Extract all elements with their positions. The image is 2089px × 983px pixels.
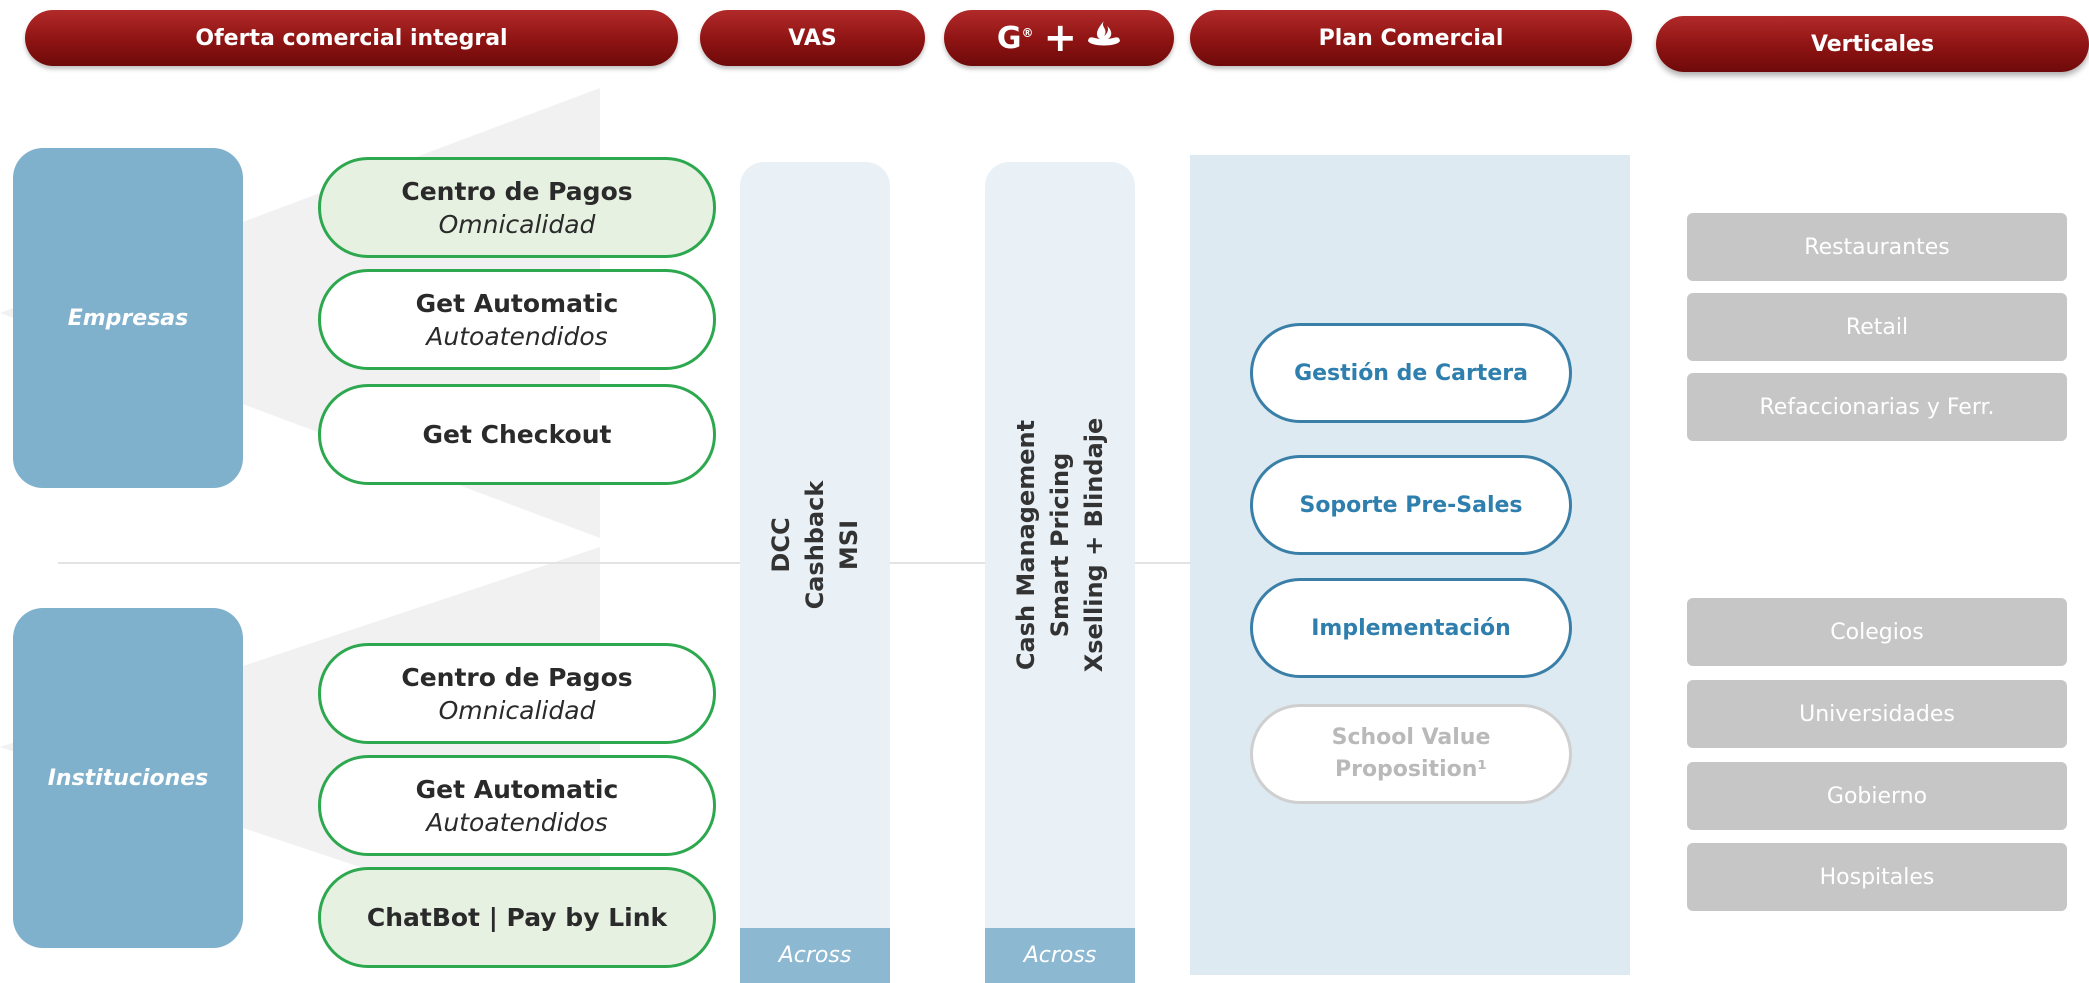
- vertical-colegios[interactable]: Colegios: [1687, 598, 2067, 666]
- segment-empresas: Empresas: [13, 148, 243, 488]
- tab-vas[interactable]: VAS: [700, 10, 925, 66]
- product-centro-de-pagos-instituciones[interactable]: Centro de Pagos Omnicalidad: [318, 643, 716, 744]
- getnet-across-label: Across: [985, 928, 1135, 983]
- product-get-automatic-empresas[interactable]: Get Automatic Autoatendidos: [318, 269, 716, 370]
- vertical-gobierno[interactable]: Gobierno: [1687, 762, 2067, 830]
- product-chatbot-pay-by-link[interactable]: ChatBot | Pay by Link: [318, 867, 716, 968]
- plan-implementacion[interactable]: Implementación: [1250, 578, 1572, 678]
- tab-vas-label: VAS: [788, 25, 837, 51]
- tab-plan-label: Plan Comercial: [1318, 25, 1504, 51]
- tab-getnet-santander[interactable]: G® +: [944, 10, 1174, 66]
- segment-instituciones: Instituciones: [13, 608, 243, 948]
- vas-column: DCC Cashback MSI: [740, 162, 890, 928]
- product-get-automatic-instituciones[interactable]: Get Automatic Autoatendidos: [318, 755, 716, 856]
- vertical-restaurantes[interactable]: Restaurantes: [1687, 213, 2067, 281]
- plan-school-value-proposition[interactable]: School Value Proposition¹: [1250, 704, 1572, 804]
- getnet-column-text: Cash Management Smart Pricing Xselling +…: [1012, 417, 1108, 673]
- vertical-retail[interactable]: Retail: [1687, 293, 2067, 361]
- vas-across-label: Across: [740, 928, 890, 983]
- product-get-checkout[interactable]: Get Checkout: [318, 384, 716, 485]
- santander-flame-icon: [1087, 19, 1121, 57]
- tab-verticales-label: Verticales: [1810, 31, 1935, 57]
- plan-comercial-panel: [1190, 155, 1630, 975]
- plan-soporte-pre-sales[interactable]: Soporte Pre-Sales: [1250, 455, 1572, 555]
- vertical-refaccionarias[interactable]: Refaccionarias y Ferr.: [1687, 373, 2067, 441]
- tab-oferta-comercial[interactable]: Oferta comercial integral: [25, 10, 678, 66]
- tab-verticales[interactable]: Verticales: [1656, 16, 2089, 72]
- getnet-logo: G®: [996, 20, 1034, 56]
- section-divider: [58, 562, 1198, 564]
- vertical-hospitales[interactable]: Hospitales: [1687, 843, 2067, 911]
- plus-sign: +: [1043, 15, 1078, 61]
- vertical-universidades[interactable]: Universidades: [1687, 680, 2067, 748]
- tab-oferta-label: Oferta comercial integral: [195, 25, 508, 51]
- getnet-column: Cash Management Smart Pricing Xselling +…: [985, 162, 1135, 928]
- tab-plan-comercial[interactable]: Plan Comercial: [1190, 10, 1632, 66]
- vas-column-text: DCC Cashback MSI: [767, 480, 863, 610]
- product-centro-de-pagos-empresas[interactable]: Centro de Pagos Omnicalidad: [318, 157, 716, 258]
- plan-gestion-de-cartera[interactable]: Gestión de Cartera: [1250, 323, 1572, 423]
